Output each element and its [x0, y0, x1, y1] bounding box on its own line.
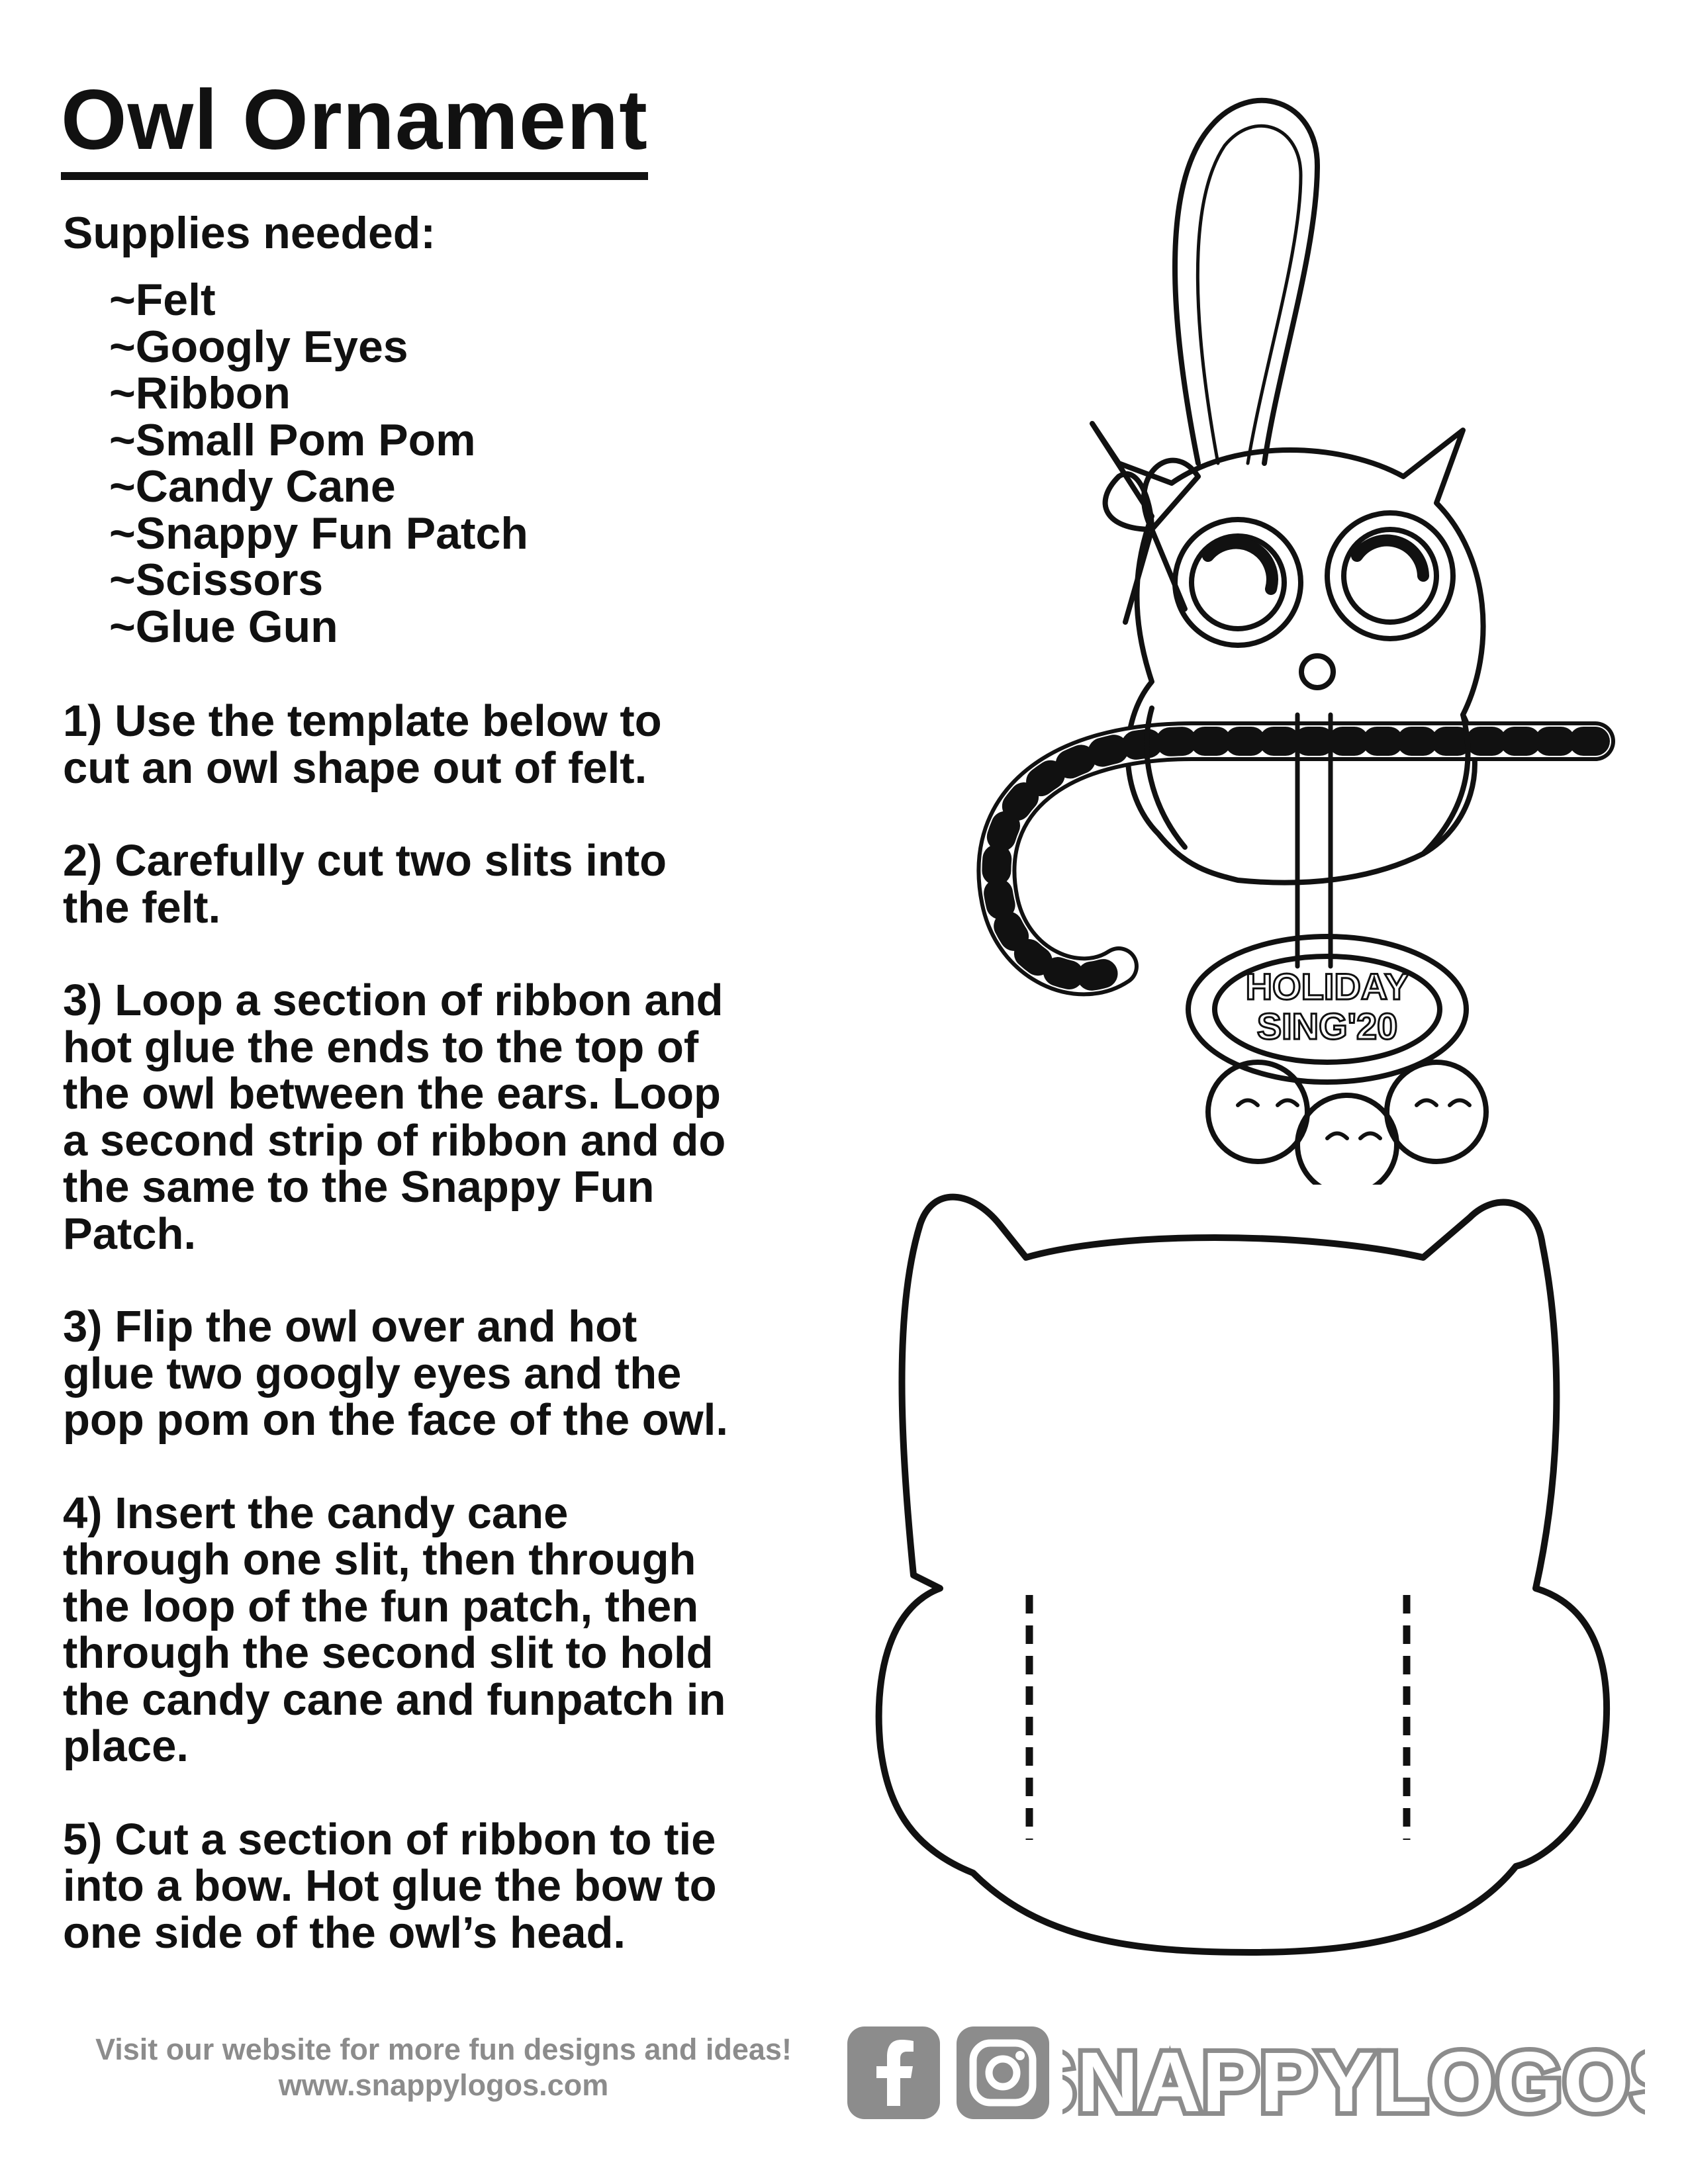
- supply-item: ~Glue Gun: [109, 601, 338, 652]
- logo-wordmark: SNAPPYLOGOS: [1062, 2035, 1645, 2130]
- supply-item: ~Snappy Fun Patch: [109, 508, 528, 559]
- instruction-step: 5) Cut a section of ribbon to tie into a…: [63, 1814, 717, 1958]
- hanging-ribbon-loop: [1172, 97, 1320, 466]
- supply-item: ~Felt: [109, 275, 216, 325]
- instruction-step: 2) Carefully cut two slits into the felt…: [63, 836, 667, 933]
- snappylogos-logo: SNAPPYLOGOS: [1062, 2030, 1645, 2134]
- owl-ornament-illustration: HOLIDAY SING'20: [976, 97, 1615, 1185]
- supply-item: ~Candy Cane: [109, 461, 396, 512]
- instruction-step: 4) Insert the candy cane through one sli…: [63, 1488, 726, 1771]
- pom-pom-nose: [1299, 653, 1336, 690]
- page-title: Owl Ornament: [61, 78, 648, 180]
- right-eye-outer: [1325, 510, 1456, 641]
- template-outline: [875, 1193, 1610, 1956]
- owl-body: [1090, 421, 1486, 886]
- fun-patch: [1186, 934, 1469, 1085]
- supply-item: ~Scissors: [109, 555, 324, 605]
- patch-text-line1: HOLIDAY: [1246, 966, 1409, 1007]
- supplies-heading: Supplies needed:: [63, 208, 436, 258]
- footer-tagline: Visit our website for more fun designs a…: [95, 2032, 792, 2066]
- footer: Visit our website for more fun designs a…: [40, 2032, 847, 2103]
- supply-item: ~Small Pom Pom: [109, 414, 476, 465]
- hair-bow: [1102, 457, 1201, 625]
- instagram-icon[interactable]: [957, 2026, 1049, 2119]
- instructions-list: 1) Use the template below to cut an owl …: [63, 698, 857, 2003]
- supplies-list: ~Felt ~Googly Eyes ~Ribbon ~Small Pom Po…: [109, 277, 528, 650]
- owl-cutout-template: [875, 1193, 1610, 1956]
- footer-website[interactable]: www.snappylogos.com: [278, 2068, 609, 2102]
- supply-item: ~Googly Eyes: [109, 321, 408, 372]
- instruction-step: 1) Use the template below to cut an owl …: [63, 696, 662, 793]
- supply-item: ~Ribbon: [109, 368, 291, 418]
- facebook-icon[interactable]: [847, 2026, 940, 2119]
- patch-text-line2: SING'20: [1257, 1005, 1398, 1047]
- instruction-step: 3) Loop a section of ribbon and hot glue…: [63, 976, 726, 1259]
- instruction-step: 3) Flip the owl over and hot glue two go…: [63, 1302, 728, 1445]
